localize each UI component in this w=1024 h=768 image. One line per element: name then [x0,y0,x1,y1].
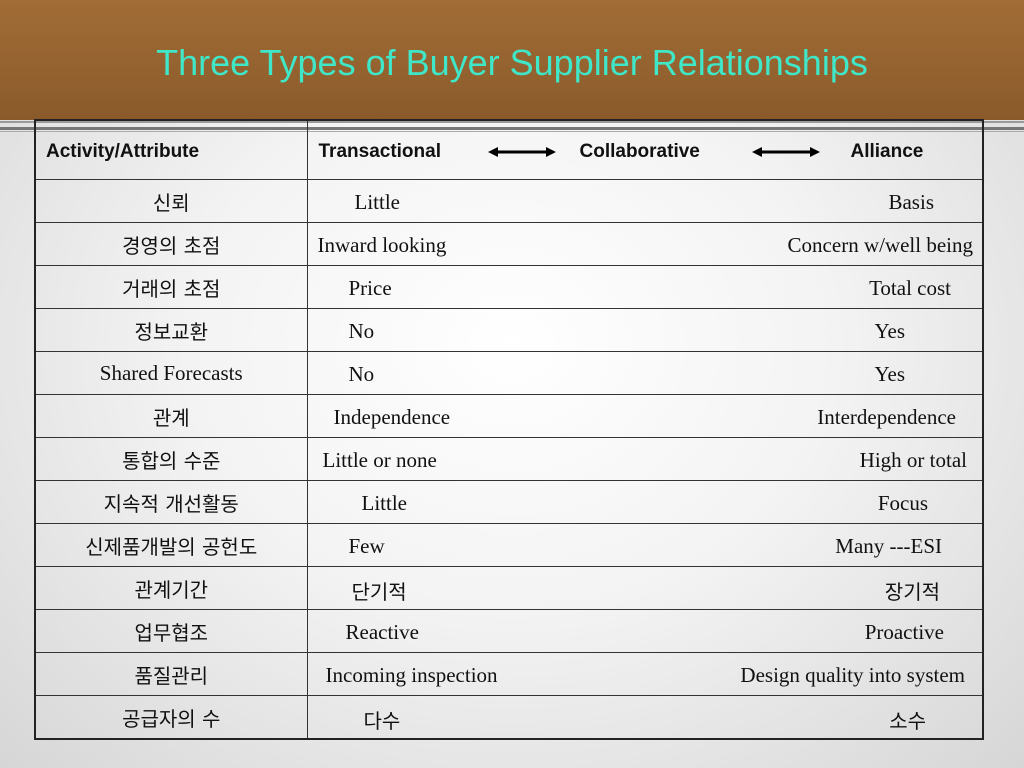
attribute-cell: 경영의 초점 [34,222,308,266]
alliance-value: High or total [859,448,967,472]
attribute-cell: 정보교환 [34,308,308,352]
table-row: 정보교환 No Yes [34,308,984,352]
attribute-cell: Shared Forecasts [34,351,308,395]
transactional-value: Price [348,276,392,300]
spectrum-cell: Price Total cost [306,265,984,309]
attribute-cell: 신뢰 [34,179,308,223]
spectrum-cell: Reactive Proactive [306,609,984,653]
spectrum-cell: 단기적 장기적 [306,566,984,610]
alliance-value: Basis [888,190,934,214]
spectrum-cell: Incoming inspection Design quality into … [306,652,984,696]
alliance-value: Focus [877,491,928,515]
transactional-value: Reactive [345,620,419,644]
alliance-value: 소수 [889,709,926,733]
spectrum-cell: Little Focus [306,480,984,524]
attribute-cell: 거래의 초점 [34,265,308,309]
double-arrow-icon [751,147,820,157]
table-row: 공급자의 수 다수 소수 [34,695,984,740]
transactional-value: Inward looking [317,233,447,257]
alliance-value: Proactive [864,620,944,644]
transactional-value: Little [354,190,401,214]
table-row: 신제품개발의 공헌도 Few Many ---ESI [34,523,984,567]
spectrum-cell: Inward looking Concern w/well being [306,222,984,266]
table-row: 거래의 초점 Price Total cost [34,265,984,309]
table-header-row: Activity/Attribute Transactional Collabo… [34,119,984,180]
spectrum-cell: Little or none High or total [306,437,984,481]
table-row: 관계 Independence Interdependence [34,394,984,438]
spectrum-cell: Little Basis [306,179,984,223]
transactional-value: Little [361,491,408,515]
transactional-value: 단기적 [351,580,407,604]
header-transactional: Transactional [318,141,442,162]
table-row: 지속적 개선활동 Little Focus [34,480,984,524]
header-collaborative: Collaborative [579,141,700,162]
attribute-cell: 관계 [34,394,308,438]
transactional-value: Few [348,534,385,558]
transactional-value: Incoming inspection [325,663,498,687]
alliance-value: Yes [874,319,905,343]
alliance-value: Interdependence [817,405,956,429]
header-attribute-cell: Activity/Attribute [34,119,308,180]
alliance-value: 장기적 [884,580,940,604]
table-row: 경영의 초점 Inward looking Concern w/well bei… [34,222,984,266]
table-row: 신뢰 Little Basis [34,179,984,223]
spectrum-cell: Independence Interdependence [306,394,984,438]
spectrum-cell: No Yes [306,351,984,395]
alliance-value: Yes [874,362,905,386]
spectrum-cell: No Yes [306,308,984,352]
attribute-cell: 업무협조 [34,609,308,653]
double-arrow-icon [487,147,556,157]
table-row: 업무협조 Reactive Proactive [34,609,984,653]
table-row: Shared Forecasts No Yes [34,351,984,395]
attribute-cell: 품질관리 [34,652,308,696]
slide-title: Three Types of Buyer Supplier Relationsh… [156,42,868,83]
header-spectrum-cell: Transactional Collaborative Alliance [306,119,984,180]
spectrum-cell: 다수 소수 [306,695,984,740]
title-bar [0,0,1024,120]
alliance-value: Design quality into system [740,663,965,687]
alliance-value: Total cost [869,276,951,300]
table-row: 관계기간 단기적 장기적 [34,566,984,610]
transactional-value: 다수 [363,709,401,733]
attribute-cell: 통합의 수준 [34,437,308,481]
transactional-value: Independence [333,405,451,429]
alliance-value: Concern w/well being [787,233,973,257]
transactional-value: No [348,362,375,386]
attribute-cell: 공급자의 수 [34,695,308,740]
header-alliance: Alliance [850,141,924,162]
table-row: 품질관리 Incoming inspection Design quality … [34,652,984,696]
relationship-table: Activity/Attribute Transactional Collabo… [34,119,984,740]
alliance-value: Many ---ESI [835,534,942,558]
transactional-value: No [348,319,375,343]
header-attribute: Activity/Attribute [46,141,200,162]
attribute-cell: 관계기간 [34,566,308,610]
attribute-cell: 신제품개발의 공헌도 [34,523,308,567]
spectrum-cell: Few Many ---ESI [306,523,984,567]
transactional-value: Little or none [322,448,437,472]
table-row: 통합의 수준 Little or none High or total [34,437,984,481]
attribute-cell: 지속적 개선활동 [34,480,308,524]
